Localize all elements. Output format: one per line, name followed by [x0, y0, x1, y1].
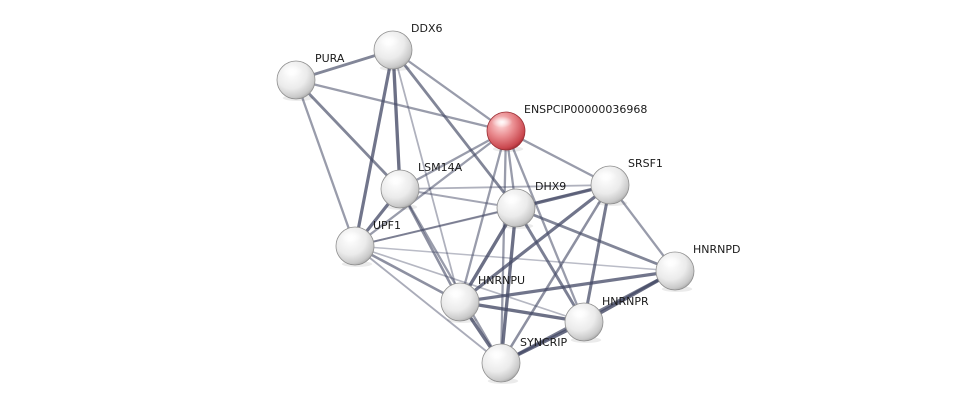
node-highlight	[378, 35, 400, 47]
node-hnrnpr[interactable]: HNRNPR	[564, 295, 649, 343]
node-highlight	[281, 65, 303, 77]
edge-ddx6-upf1	[353, 48, 395, 248]
edge-enspcip00000036968-hnrnpu	[458, 129, 508, 304]
node-hnrnpd[interactable]: HNRNPD	[655, 243, 740, 292]
node-syncrip[interactable]: SYNCRIP	[481, 336, 567, 384]
edge-hnrnpd-hnrnpu	[458, 269, 677, 304]
edge-enspcip00000036968-lsm14a	[398, 129, 508, 191]
edge-srsf1-hnrnpr	[582, 183, 612, 324]
node-srsf1[interactable]: SRSF1	[590, 157, 663, 206]
edge-enspcip00000036968-syncrip	[499, 129, 508, 365]
edge-ddx6-enspcip00000036968	[391, 48, 508, 133]
node-dhx9[interactable]: DHX9	[496, 180, 566, 229]
node-highlight	[660, 256, 682, 268]
node-label-pura: PURA	[315, 52, 345, 65]
node-label-enspcip00000036968: ENSPCIP00000036968	[524, 103, 647, 116]
edge-dhx9-hnrnpr	[514, 206, 586, 324]
edge-ddx6-hnrnpu	[392, 49, 461, 303]
edge-lsm14a-syncrip	[398, 187, 503, 365]
edge-enspcip00000036968-upf1	[353, 129, 508, 248]
edge-upf1-hnrnpr	[354, 245, 585, 323]
edge-enspcip00000036968-hnrnpr	[504, 129, 586, 324]
edge-ddx6-lsm14a	[391, 48, 402, 191]
node-upf1[interactable]: UPF1	[335, 219, 401, 267]
node-hnrnpu[interactable]: HNRNPU	[440, 274, 525, 323]
node-lsm14a[interactable]: LSM14A	[380, 161, 463, 210]
node-label-srsf1: SRSF1	[628, 157, 663, 170]
edge-enspcip00000036968-srsf1	[504, 129, 612, 187]
node-label-lsm14a: LSM14A	[418, 161, 463, 174]
edge-srsf1-hnrnpu	[458, 183, 612, 304]
node-enspcip00000036968[interactable]: ENSPCIP00000036968	[486, 103, 647, 152]
edge-lsm14a-dhx9	[398, 187, 518, 210]
node-label-syncrip: SYNCRIP	[520, 336, 567, 349]
edge-upf1-syncrip	[354, 245, 502, 364]
edge-lsm14a-srsf1	[399, 184, 611, 190]
node-highlight	[569, 307, 591, 319]
edge-upf1-hnrnpu	[353, 244, 462, 304]
edge-upf1-hnrnpd	[354, 245, 676, 272]
node-label-dhx9: DHX9	[535, 180, 566, 193]
edge-dhx9-hnrnpd	[514, 206, 677, 273]
node-highlight	[595, 170, 617, 182]
node-label-hnrnpd: HNRNPD	[693, 243, 740, 256]
node-highlight	[385, 174, 407, 186]
edge-pura-enspcip00000036968	[294, 78, 508, 133]
node-label-hnrnpu: HNRNPU	[478, 274, 525, 287]
node-highlight	[501, 193, 523, 205]
edge-pura-lsm14a	[294, 78, 402, 191]
edge-ddx6-dhx9	[391, 48, 518, 210]
node-highlight	[445, 287, 467, 299]
edge-dhx9-syncrip	[499, 206, 518, 365]
node-highlight	[486, 348, 508, 360]
node-label-ddx6: DDX6	[411, 22, 442, 35]
node-label-upf1: UPF1	[373, 219, 401, 232]
node-label-hnrnpr: HNRNPR	[602, 295, 649, 308]
edge-dhx9-upf1	[353, 206, 518, 248]
edge-pura-upf1	[294, 78, 357, 248]
edges-layer	[294, 48, 677, 365]
node-ddx6[interactable]: DDX6	[373, 22, 442, 71]
edge-hnrnpu-hnrnpr	[458, 300, 586, 324]
node-pura[interactable]: PURA	[276, 52, 345, 101]
node-highlight	[340, 231, 362, 243]
node-highlight	[491, 116, 513, 128]
edge-srsf1-upf1	[354, 184, 611, 247]
